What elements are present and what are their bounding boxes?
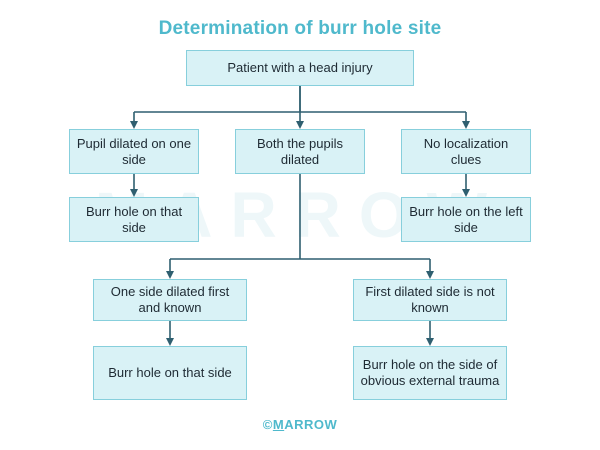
brand-initial: M (272, 417, 285, 432)
node-pupil-one-side: Pupil dilated on one side (69, 129, 199, 174)
node-root: Patient with a head injury (186, 50, 414, 86)
node-sub-left-result: Burr hole on that side (93, 346, 247, 400)
node-right-result: Burr hole on the left side (401, 197, 531, 242)
diagram-title: Determination of burr hole site (158, 18, 442, 39)
brand-rest: ARROW (284, 417, 338, 432)
node-sub-right-result: Burr hole on the side of obvious externa… (353, 346, 507, 400)
copyright-symbol: © (262, 417, 273, 432)
node-side-known: One side dilated first and known (93, 279, 247, 321)
node-no-localization: No localization clues (401, 129, 531, 174)
footer-brand: ©MARROW (0, 417, 600, 432)
node-left-result: Burr hole on that side (69, 197, 199, 242)
node-both-pupils: Both the pupils dilated (235, 129, 365, 174)
node-side-not-known: First dilated side is not known (353, 279, 507, 321)
